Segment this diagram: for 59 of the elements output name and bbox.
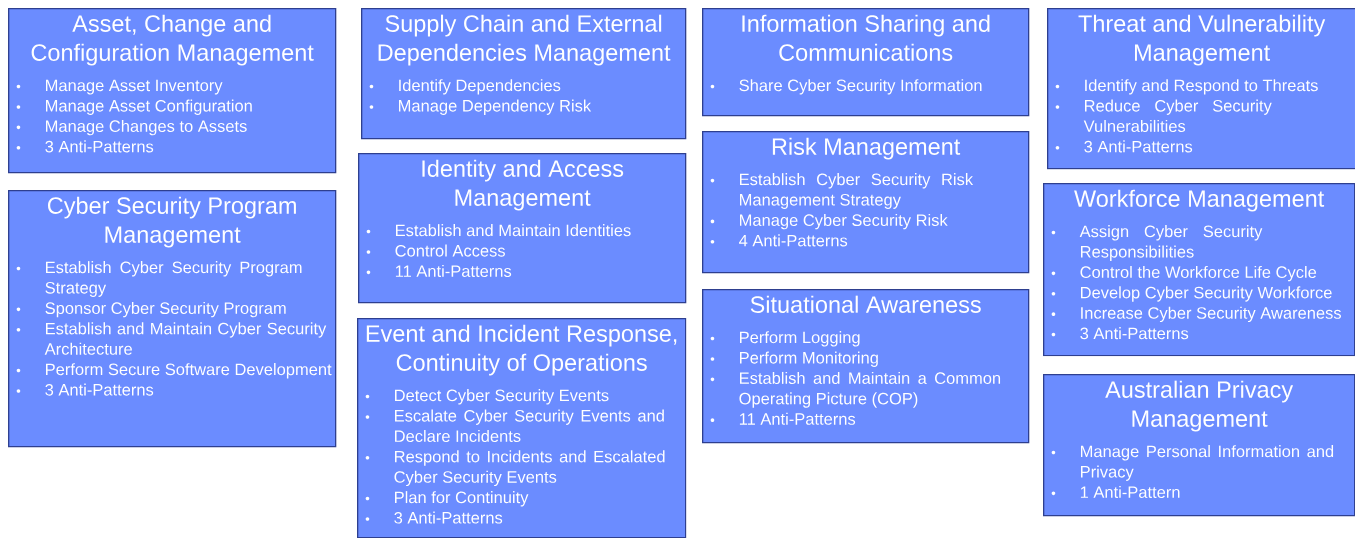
card xyxy=(8,8,337,174)
bullet-item: 3 Anti-Patterns xyxy=(45,383,154,396)
bullet-item: Detect Cyber Security Events xyxy=(395,389,609,405)
card-title: Workforce Management xyxy=(1074,189,1325,212)
bullet-item: Escalate Cyber Security Events and Declare Incidents xyxy=(395,409,664,443)
bullet-item: Increase Cyber Security Awareness xyxy=(1081,306,1341,323)
card xyxy=(1047,8,1355,170)
bullet-item: 1 Anti-Pattern xyxy=(1080,485,1180,499)
bullet-item: Control Access xyxy=(395,244,505,257)
bullet-item: 11 Anti-Patterns xyxy=(395,264,512,278)
card-title: Supply Chain and External Dependencies Management xyxy=(378,14,671,66)
card xyxy=(702,8,1030,117)
card-title: Event and Incident Response, Continuity of Operations xyxy=(366,324,677,376)
card-title: Asset, Change and Configuration Management xyxy=(31,14,314,66)
bullet-item: Establish and Maintain Cyber Security Architecture xyxy=(44,322,327,355)
bullet-item: Manage Asset Configuration xyxy=(46,99,252,115)
bullet-item: Manage Dependency Risk xyxy=(399,99,592,115)
bullet-item: Establish and Maintain a Common Operating Picture (COP) xyxy=(739,371,1001,408)
bullet-item: 3 Anti-Patterns xyxy=(394,511,503,524)
bullet-item: 4 Anti-Patterns xyxy=(739,234,848,247)
bullet-item: Assign Cyber Security Responsibilities xyxy=(1079,225,1263,261)
bullet-item: Identify and Respond to Threats xyxy=(1085,79,1318,95)
card xyxy=(702,289,1030,444)
card-title: Risk Management xyxy=(772,137,961,160)
bullet-item: Manage Cyber Security Risk xyxy=(740,213,948,230)
card xyxy=(702,131,1030,274)
card-title: Australian Privacy Management xyxy=(1105,380,1294,432)
card xyxy=(8,190,337,448)
bullet-item: Plan for Continuity xyxy=(395,491,529,507)
bullet-item: Reduce Cyber Security Vulnerabilities xyxy=(1083,99,1272,133)
card xyxy=(361,8,687,140)
bullet-item: Perform Logging xyxy=(740,331,860,347)
bullet-item: 3 Anti-Patterns xyxy=(45,140,154,153)
bullet-item: Establish Cyber Security Risk Management Strategy xyxy=(740,173,974,209)
bullet-item: Manage Changes to Assets xyxy=(46,119,247,136)
bullet-item: Establish and Maintain Identities xyxy=(396,224,631,237)
bullet-item: Develop Cyber Security Workforce xyxy=(1081,286,1332,302)
bullet-item: 11 Anti-Patterns xyxy=(739,412,856,425)
bullet-item: 3 Anti-Patterns xyxy=(1080,327,1189,340)
bullet-item: 3 Anti-Patterns xyxy=(1084,140,1193,153)
bullet-item: Respond to Incidents and Escalated Cyber Security Events xyxy=(394,450,665,487)
bullet-item: Share Cyber Security Information xyxy=(739,79,982,95)
card-title: Information Sharing and Communications xyxy=(742,14,990,61)
card-title: Cyber Security Program Management xyxy=(48,196,296,248)
card xyxy=(1043,374,1355,517)
bullet-item: Identify Dependencies xyxy=(399,79,561,95)
bullet-item: Manage Personal Information and Privacy xyxy=(1081,445,1334,481)
bullet-item: Establish Cyber Security Program Strategy xyxy=(45,261,302,297)
card xyxy=(357,318,687,538)
bullet-item: Perform Secure Software Development xyxy=(46,363,332,379)
card-title: Threat and Vulnerability Management xyxy=(1078,14,1326,66)
card xyxy=(1043,183,1355,357)
card-title: Identity and Access Management xyxy=(422,159,624,211)
bullet-item: Perform Monitoring xyxy=(740,351,878,367)
card xyxy=(358,153,687,304)
bullet-item: Manage Asset Inventory xyxy=(46,79,223,95)
bullet-item: Sponsor Cyber Security Program xyxy=(45,301,286,318)
card-title: Situational Awareness xyxy=(750,295,981,313)
bullet-item: Control the Workforce Life Cycle xyxy=(1080,265,1317,282)
